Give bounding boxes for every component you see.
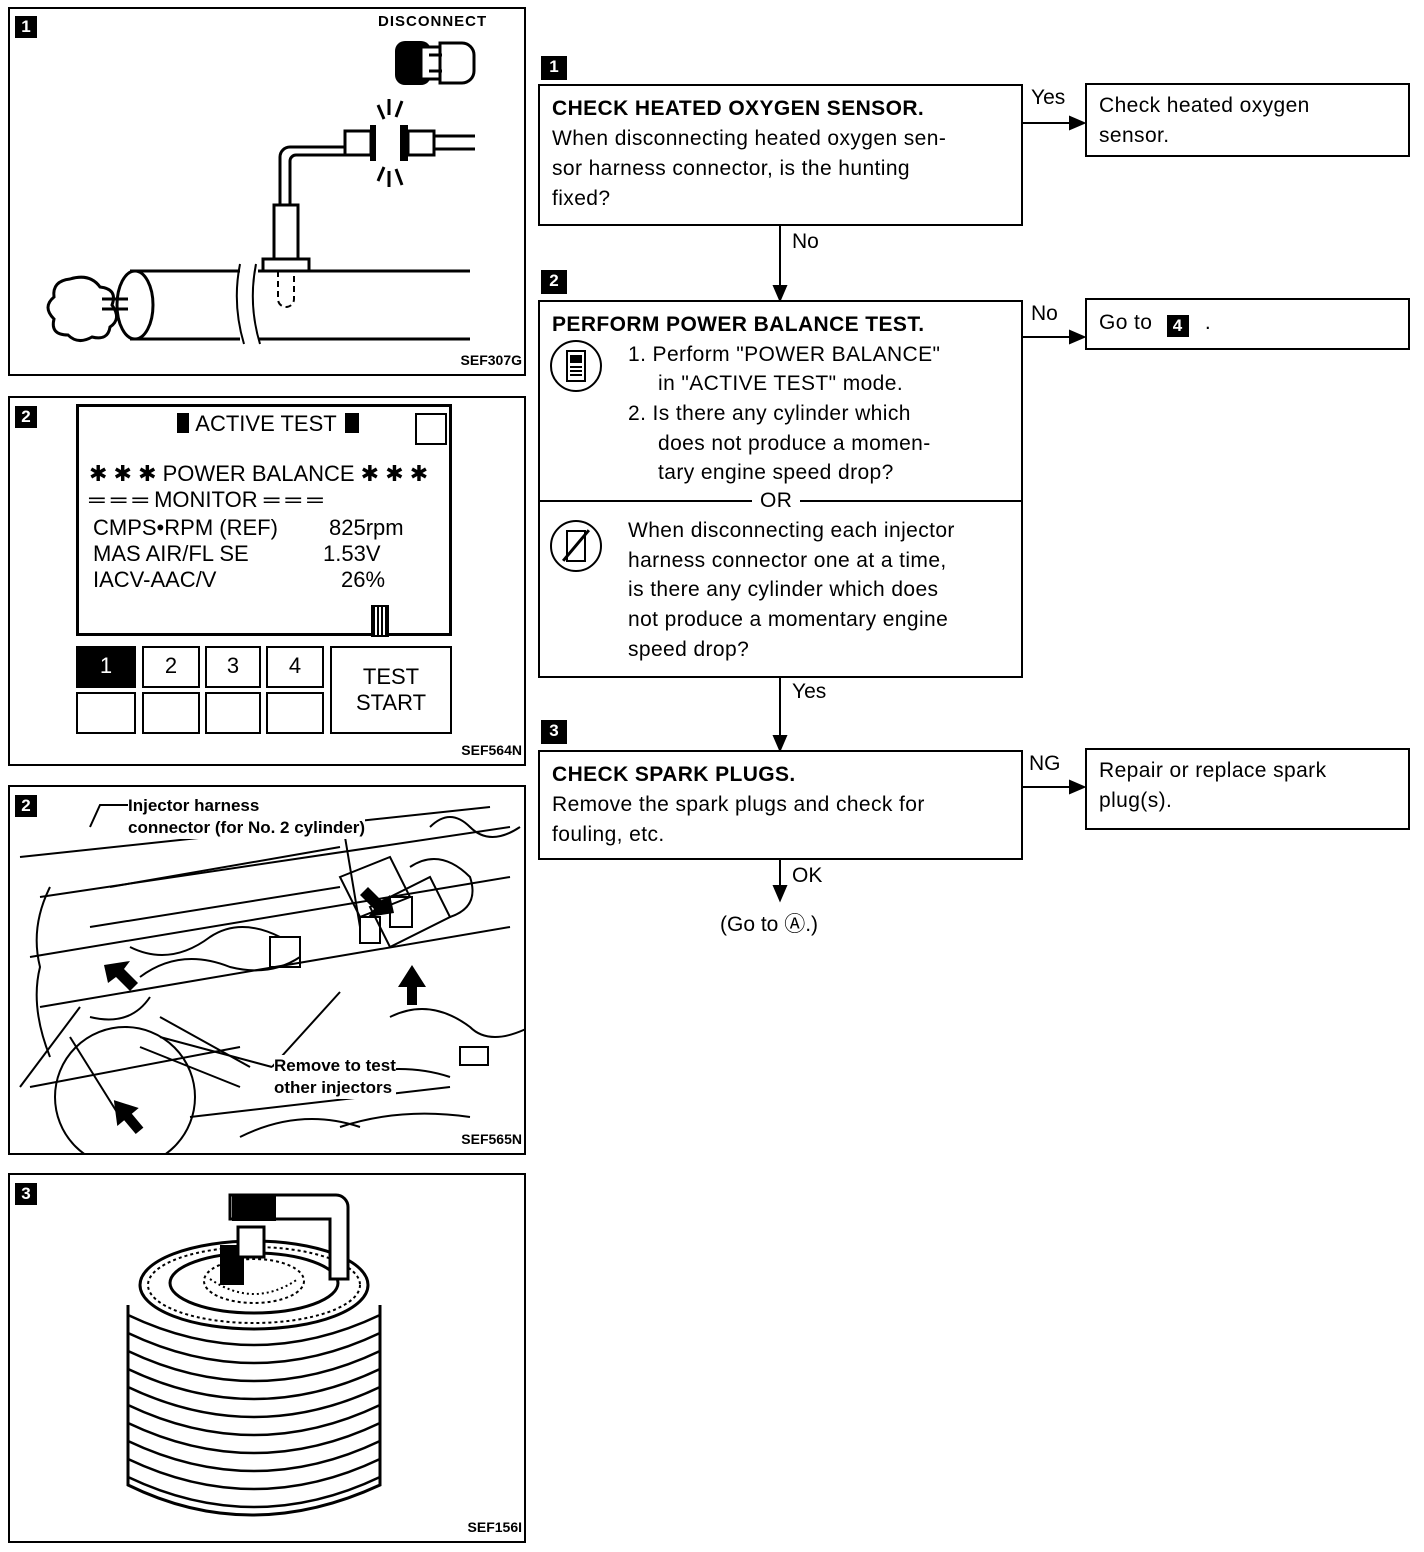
step2-item: 2. Is there any cylinder which (628, 402, 911, 425)
test-start-button[interactable]: TEST START (330, 646, 452, 734)
figure-code: SEF156I (467, 1519, 522, 1535)
step3-line: fouling, etc. (552, 823, 665, 846)
goto-step-badge[interactable]: 4 (1166, 315, 1189, 337)
pointer-arrows (104, 887, 426, 1135)
step2-alt-line: harness connector one at a time, (628, 549, 947, 572)
scroll-marker-icon (371, 605, 389, 637)
step2-no-result: Go to 4 . (1085, 298, 1410, 350)
test-start-label-line: TEST (362, 664, 420, 689)
step1-title: CHECK HEATED OXYGEN SENSOR. (552, 97, 925, 120)
consult-tool-icon (550, 340, 602, 392)
no-tool-icon (550, 520, 602, 572)
step-number-badge: 3 (541, 720, 567, 744)
step3-box: CHECK SPARK PLUGS. Remove the spark plug… (538, 750, 1023, 860)
step1-box: CHECK HEATED OXYGEN SENSOR. When disconn… (538, 84, 1023, 226)
screen-title: ACTIVE TEST (195, 411, 337, 436)
title-block-left-icon (177, 413, 190, 433)
step2-alt-line: not produce a momentary engine (628, 608, 949, 631)
step3-ok-label: OK (792, 864, 823, 887)
blank-button[interactable] (205, 692, 261, 734)
result-line: Check heated oxygen (1099, 94, 1310, 117)
figure-injector-harness: 2 (8, 785, 526, 1155)
figure-spark-plug: 3 SEF156I (8, 1173, 526, 1543)
step2-no-label: No (1031, 302, 1058, 325)
result-line: plug(s). (1099, 789, 1173, 812)
step2-box: PERFORM POWER BALANCE TEST. 1. Perform "… (538, 300, 1023, 678)
step1-line: sor harness connector, is the hunting (552, 157, 911, 180)
monitor-row-name: IACV-AAC/V (93, 567, 217, 592)
figure-step-badge: 2 (15, 406, 37, 428)
spark-plug-illustration (126, 1193, 382, 1517)
monitor-row-name: MAS AIR/FL SE (93, 541, 249, 566)
power-balance-heading: ✱ ✱ ✱ POWER BALANCE ✱ ✱ ✱ (89, 461, 429, 486)
result-line: Repair or replace spark (1099, 759, 1327, 782)
goto-suffix: . (1204, 311, 1212, 334)
blank-button[interactable] (76, 692, 136, 734)
injector-connector-callout: Injector harness connector (for No. 2 cy… (128, 795, 366, 839)
result-line: sensor. (1099, 124, 1170, 147)
or-label: OR (752, 486, 801, 516)
thread-lines (127, 1313, 381, 1509)
blank-button[interactable] (142, 692, 200, 734)
step1-yes-label: Yes (1031, 86, 1066, 109)
step2-alt-line: speed drop? (628, 638, 750, 661)
monitor-row-value: 1.53V (323, 541, 381, 566)
figure-code: SEF307G (460, 352, 522, 368)
connector-disconnect-icon (395, 41, 476, 85)
monitor-row-name: CMPS•RPM (REF) (93, 515, 278, 540)
test-start-label-line: START (355, 690, 427, 715)
figure-code: SEF564N (461, 742, 522, 758)
cylinder-button-3[interactable]: 3 (205, 646, 261, 688)
monitor-row-value: 825rpm (329, 515, 404, 540)
step2-item: in "ACTIVE TEST" mode. (658, 372, 904, 395)
step1-yes-result: Check heated oxygen sensor. (1085, 83, 1410, 157)
figure-oxygen-sensor: 1 DISCONNECT (8, 7, 526, 376)
screen-title-bar: ACTIVE TEST (163, 411, 373, 437)
title-block-right-icon (344, 413, 359, 433)
step-number-badge: 2 (541, 270, 567, 294)
figure-step-badge: 2 (15, 795, 37, 817)
figure-step-badge: 3 (15, 1183, 37, 1205)
step3-line: Remove the spark plugs and check for (552, 793, 925, 816)
callout-line: Remove to test (274, 1056, 396, 1075)
step3-ng-label: NG (1029, 752, 1061, 775)
consult-display: ACTIVE TEST ✱ ✱ ✱ POWER BALANCE ✱ ✱ ✱ ═ … (76, 404, 452, 637)
step-number-badge: 1 (541, 56, 567, 80)
step2-title: PERFORM POWER BALANCE TEST. (552, 313, 925, 336)
step2-yes-label: Yes (792, 680, 827, 703)
step1-line: fixed? (552, 187, 611, 210)
figure-code: SEF565N (461, 1131, 522, 1147)
oxygen-sensor-illustration (46, 41, 476, 345)
callout-line: other injectors (274, 1078, 393, 1097)
cylinder-button-1[interactable]: 1 (76, 646, 136, 688)
disconnect-label: DISCONNECT (378, 13, 488, 30)
figure-step-badge: 1 (15, 16, 37, 38)
cylinder-button-2[interactable]: 2 (142, 646, 200, 688)
figure-consult-screen: 2 ACTIVE TEST ✱ ✱ ✱ POWER BALANCE ✱ ✱ ✱ … (8, 396, 526, 766)
step3-title: CHECK SPARK PLUGS. (552, 763, 796, 786)
step2-item: tary engine speed drop? (658, 461, 894, 484)
remove-injectors-callout: Remove to test other injectors (274, 1055, 396, 1099)
step3-ng-result: Repair or replace spark plug(s). (1085, 748, 1410, 830)
step2-alt-line: When disconnecting each injector (628, 519, 955, 542)
step2-item: does not produce a momen- (658, 432, 931, 455)
goto-a-text: (Go to Ⓐ.) (720, 913, 819, 936)
blank-button[interactable] (266, 692, 324, 734)
step1-line: When disconnecting heated oxygen sen- (552, 127, 947, 150)
step2-item: 1. Perform "POWER BALANCE" (628, 343, 941, 366)
corner-square-icon[interactable] (415, 413, 447, 445)
goto-prefix: Go to (1099, 311, 1153, 334)
step2-alt-line: is there any cylinder which does (628, 578, 939, 601)
callout-line: Injector harness (128, 796, 260, 815)
cylinder-button-4[interactable]: 4 (266, 646, 324, 688)
step1-no-label: No (792, 230, 819, 253)
callout-line: connector (for No. 2 cylinder) (128, 818, 366, 837)
engine-illustration (19, 804, 524, 1153)
monitor-heading: ═ ═ ═ MONITOR ═ ═ ═ (89, 487, 323, 512)
monitor-row-value: 26% (341, 567, 386, 592)
